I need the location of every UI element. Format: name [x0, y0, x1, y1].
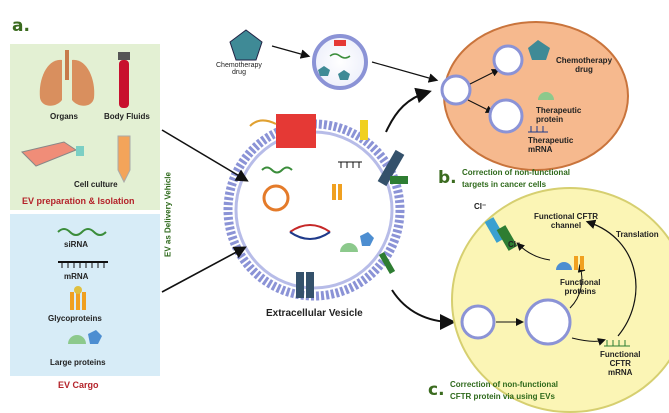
loaded-vesicle-icon — [312, 34, 368, 90]
c-translation-label: Translation — [616, 230, 659, 239]
c-channel-label: Functional CFTR channel — [534, 212, 598, 230]
c-caption-1: Correction of non-functional — [450, 380, 558, 389]
b-chemo-label: Chemotherapy drug — [556, 56, 613, 74]
c-proteins-label: Functional proteins — [560, 278, 601, 296]
panel-letter-a: a. — [12, 16, 30, 36]
b-caption-2: targets in cancer cells — [462, 180, 547, 189]
organs-label: Organs — [50, 112, 79, 121]
prep-title: EV preparation & Isolation — [22, 196, 135, 206]
panel-letter-b: b. — [438, 168, 457, 188]
c-cl-top: Cl⁻ — [474, 202, 487, 211]
large-proteins-label: Large proteins — [50, 358, 106, 367]
glycoproteins-label: Glycoproteins — [48, 314, 102, 323]
chemo-drug-label: Chemotherapy drug — [216, 62, 262, 76]
b-caption-1: Correction of non-functional — [462, 168, 570, 177]
b-protein-label: Therapeutic protein — [536, 106, 582, 124]
culture-tube-icon — [117, 135, 131, 184]
cargo-title: EV Cargo — [58, 380, 99, 390]
c-cl-bottom: Cl⁻ — [508, 240, 521, 249]
chemo-drug-icon-b — [528, 40, 550, 60]
mrna-label: mRNA — [64, 272, 89, 281]
cell-culture-label: Cell culture — [74, 180, 118, 189]
body-fluids-label: Body Fluids — [104, 112, 150, 121]
vertical-label: EV as Delivery Vehicle — [163, 172, 173, 257]
extracellular-vesicle — [223, 114, 408, 301]
panel-letter-c: c. — [428, 380, 445, 400]
culture-flask-icon — [21, 141, 84, 167]
c-mrna-label: Functional CFTR mRNA — [600, 350, 641, 377]
sirna-icon — [57, 228, 107, 236]
b-mrna-label: Therapeutic mRNA — [528, 136, 574, 154]
c-caption-2: CFTR protein via using EVs — [450, 392, 555, 401]
sirna-label: siRNA — [64, 240, 89, 249]
large-protein-icon — [67, 330, 102, 344]
vesicle-label: Extracellular Vesicle — [266, 308, 363, 319]
glycoprotein-icon — [70, 286, 86, 310]
chemo-drug-icon — [229, 29, 263, 61]
lungs-icon — [39, 50, 95, 106]
mrna-icon — [58, 261, 108, 268]
blood-tube-icon — [118, 52, 130, 108]
